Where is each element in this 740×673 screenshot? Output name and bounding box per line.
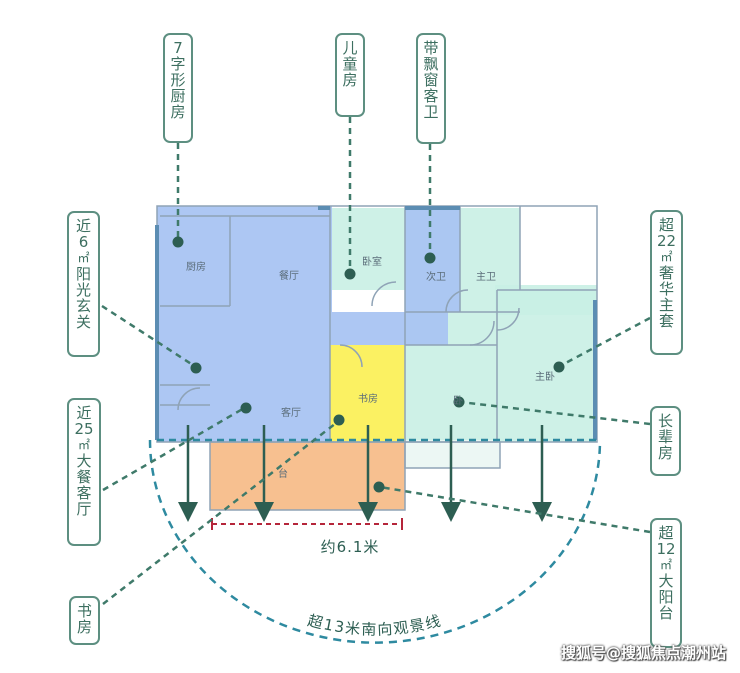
callout-line: 长	[657, 412, 673, 430]
blue-zone	[157, 206, 460, 442]
callout-line: 房	[657, 444, 673, 462]
south-arrows	[178, 425, 552, 522]
callout-line: 超	[658, 216, 674, 234]
callout-line: 餐	[76, 468, 92, 486]
callout-line: 书	[76, 602, 92, 620]
callout-line: ㎡	[77, 251, 90, 265]
room-label-second-bath: 次卫	[426, 270, 446, 283]
callout-line: 客	[423, 87, 439, 105]
callout-line: 窗	[423, 71, 439, 89]
room-label-study: 书房	[358, 392, 378, 405]
room-label-child-bedroom: 卧室	[362, 255, 382, 268]
room-label-living: 客厅	[281, 406, 301, 419]
callout-line: 7	[173, 39, 183, 57]
room-label-master-bedroom: 主卧	[535, 370, 555, 383]
callout-line: 近	[76, 404, 92, 422]
callout-line: 厅	[76, 500, 92, 518]
callout-bay-window-bath: 带飘窗客卫	[416, 33, 446, 144]
callout-line: 房	[170, 103, 186, 121]
callout-line: 22	[656, 232, 677, 250]
arc-label: 超13米南向观景线	[306, 611, 444, 638]
callout-line: 超	[658, 524, 674, 542]
callout-line: 大	[658, 572, 674, 590]
arc-label-text: 超13米南向观景线	[306, 611, 444, 638]
callout-line: 厨	[170, 87, 186, 105]
callout-line: 台	[658, 604, 674, 622]
callout-line: 近	[75, 217, 91, 235]
callout-line: 带	[423, 39, 439, 57]
callout-line: 字	[170, 55, 186, 73]
callout-line: 飘	[423, 55, 439, 73]
callout-line: 关	[75, 313, 91, 331]
callout-line: 6	[78, 233, 89, 251]
callout-line: 辈	[657, 428, 673, 446]
callout-elder-room: 长辈房	[650, 406, 681, 476]
callout-line: 房	[342, 71, 358, 89]
callout-line: ㎡	[659, 558, 672, 572]
callout-line: 奢	[658, 264, 674, 282]
room-label-elder-bedroom: 卧	[453, 394, 463, 407]
room-label-dining: 餐厅	[279, 269, 299, 282]
callout-line: 主	[658, 296, 674, 314]
measure-label: 约6.1米	[321, 538, 380, 556]
callout-line: 客	[76, 484, 92, 502]
room-label-balcony: 台	[278, 467, 288, 480]
callout-line: 玄	[75, 297, 91, 315]
room-label-master-bath: 主卫	[476, 271, 496, 283]
watermark: 搜狐号@搜狐焦点潮州站	[560, 644, 726, 662]
callout-line: 套	[658, 312, 674, 330]
width-measure	[211, 518, 403, 530]
room-label-kitchen: 厨房	[186, 260, 206, 273]
callout-line: 25	[74, 420, 94, 438]
callout-line: ㎡	[660, 250, 673, 264]
balcony-zone	[210, 442, 405, 510]
callout-child-room: 儿童房	[335, 33, 365, 117]
callout-line: 阳	[75, 265, 91, 283]
callout-line: 形	[170, 71, 186, 89]
leader-lines	[101, 117, 651, 605]
callout-line: ㎡	[77, 438, 90, 452]
leader-dots	[172, 236, 565, 493]
callout-study: 书房	[69, 596, 100, 645]
view-arc	[148, 439, 602, 644]
callout-line: 童	[342, 55, 358, 73]
callout-line: 大	[76, 452, 92, 470]
callout-line: 阳	[658, 588, 674, 606]
callout-line: 12	[656, 540, 676, 558]
callout-line: 房	[76, 618, 92, 636]
callout-line: 光	[75, 281, 91, 299]
callout-line: 儿	[342, 39, 358, 57]
callout-line: 华	[658, 280, 674, 298]
callout-line: 卫	[423, 103, 439, 121]
